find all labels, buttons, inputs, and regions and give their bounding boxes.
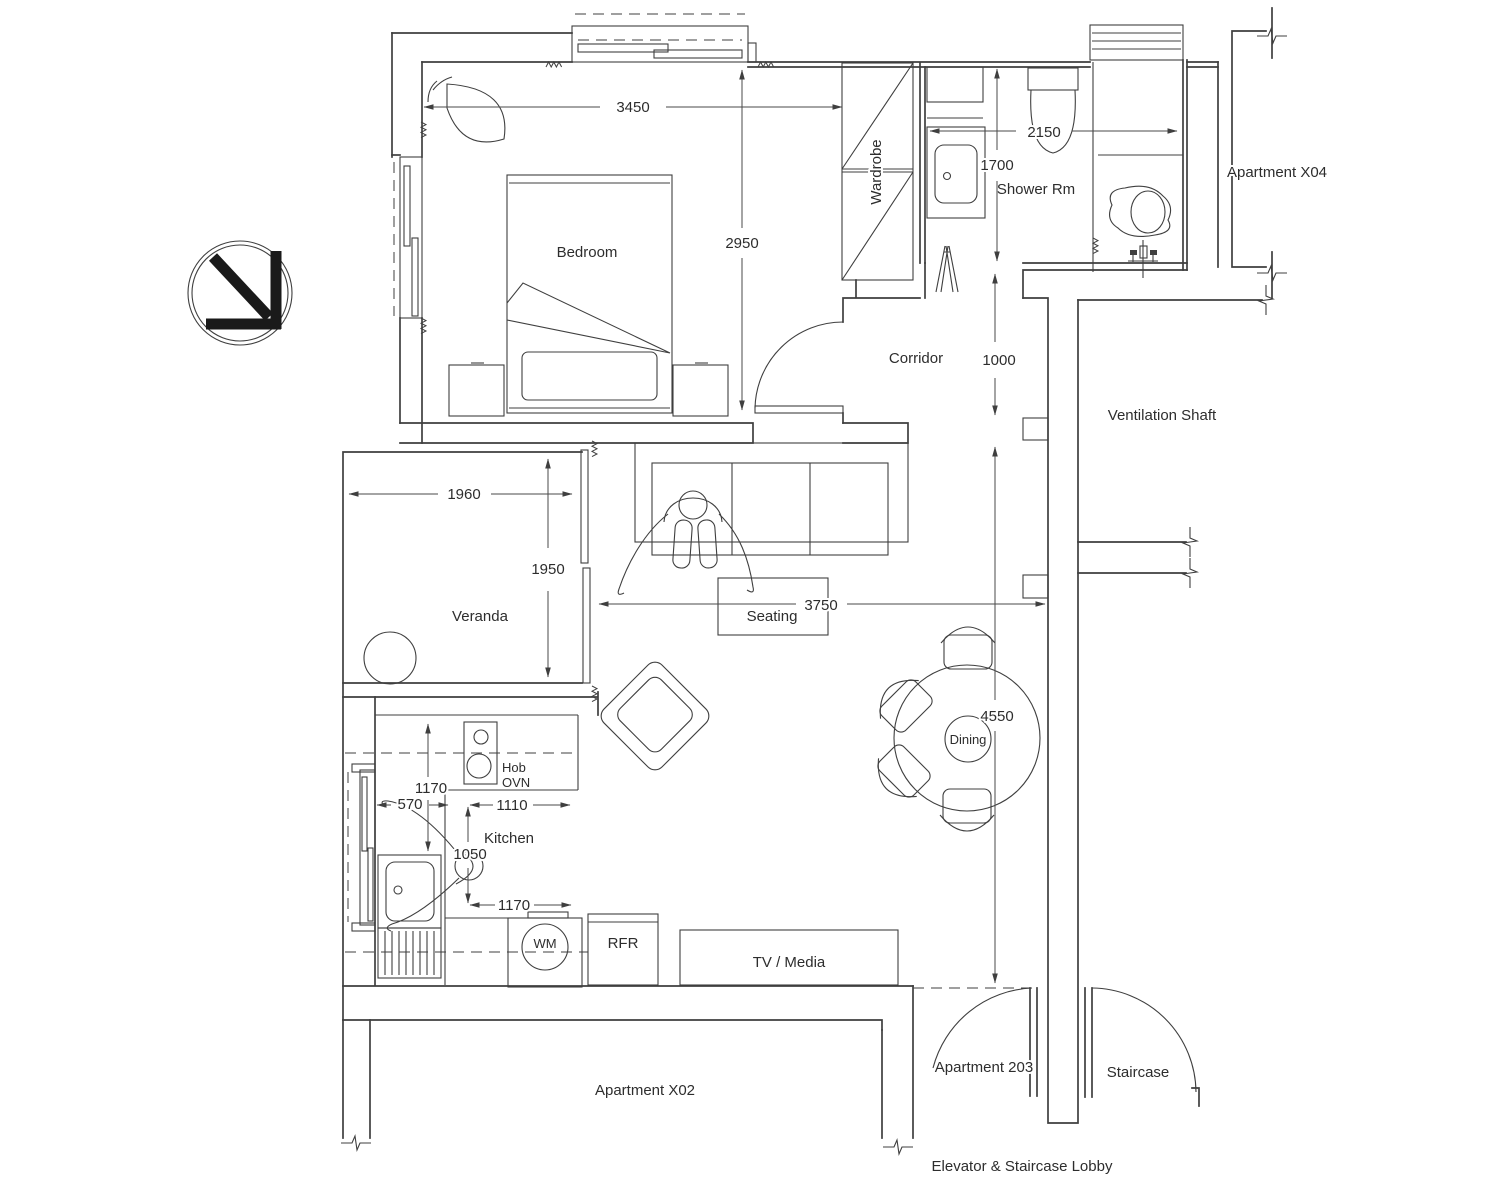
dim-living-height: 4550 [980, 708, 1013, 725]
veranda-label: Veranda [452, 608, 509, 625]
refrigerator [587, 913, 659, 986]
entry-door [913, 987, 1038, 1097]
person-on-sofa [617, 490, 754, 595]
dining-table [893, 664, 1041, 812]
shower-valve [1128, 240, 1158, 278]
dining-chair [939, 788, 995, 832]
sofa-back [634, 442, 909, 543]
dim-kitchen-e: 1170 [498, 897, 530, 914]
lobby-label: Elevator & Staircase Lobby [932, 1158, 1113, 1175]
sliding-door-panel [580, 449, 589, 564]
dim-kitchen-b: 570 [397, 796, 422, 813]
shower-room-label: Shower Rm [997, 181, 1075, 198]
seating-label: Seating [747, 608, 798, 625]
outer-walls [340, 7, 1288, 1155]
door-swing-arc [754, 321, 844, 409]
dim-bedroom-height: 2950 [725, 235, 758, 252]
apartment-x02-label: Apartment X02 [595, 1082, 695, 1099]
bed-blanket-fold [506, 282, 671, 354]
sliding-door-panel [582, 567, 591, 684]
bed [506, 174, 673, 414]
dim-shower-width: 2150 [1027, 124, 1060, 141]
context-labels: Apartment X04 Apartment X02 Apartment 20… [593, 162, 1329, 1177]
toilet-tank [1027, 67, 1079, 91]
veranda: Veranda [363, 449, 591, 685]
tv-media: TV / Media [679, 929, 899, 986]
dimensions: 3450 2950 2150 1700 1000 4550 1960 1950 … [348, 68, 1178, 984]
drying-rack [935, 245, 959, 293]
dim-living-width: 3750 [804, 597, 837, 614]
person-in-kitchen [381, 800, 484, 932]
apartment-203-label: Apartment 203 [935, 1059, 1033, 1076]
wardrobe: Wardrobe [841, 62, 914, 281]
dim-bedroom-width: 3450 [616, 99, 649, 116]
bath-mat [1109, 185, 1172, 237]
oven-label: OVN [502, 775, 530, 790]
hob-label: Hob [502, 760, 526, 775]
staircase-label: Staircase [1107, 1064, 1170, 1081]
nightstand-left [448, 364, 505, 417]
coffee-table [717, 577, 829, 636]
wash-basin [934, 144, 978, 204]
washing-machine-label: WM [533, 936, 556, 951]
north-arrow-icon [187, 240, 293, 346]
apartment-x04-label: Apartment X04 [1227, 164, 1327, 181]
shower-room: Shower Rm [926, 62, 1183, 293]
bedroom-door [754, 321, 844, 414]
dim-veranda-width: 1960 [447, 486, 480, 503]
ventilation-shaft-label: Ventilation Shaft [1108, 407, 1217, 424]
dim-shower-height: 1700 [980, 157, 1013, 174]
staircase-door [1084, 987, 1197, 1098]
basin-counter [926, 126, 986, 219]
nightstand-right [672, 364, 729, 417]
refrigerator-label: RFR [608, 935, 639, 952]
veranda-table [363, 631, 417, 685]
vanity-counter [926, 66, 984, 103]
ceiling-light [446, 83, 506, 143]
tv-media-label: TV / Media [753, 954, 826, 971]
seating-area: Seating [600, 442, 909, 771]
armchair [600, 661, 710, 771]
dim-kitchen-a: 1170 [415, 780, 447, 797]
windows [347, 13, 1184, 932]
drainboard [377, 927, 442, 979]
bedroom-label: Bedroom [557, 244, 618, 261]
bed-bench [521, 351, 658, 401]
door-swing-arc [932, 987, 1033, 1069]
sink-tap [393, 885, 403, 895]
dim-veranda-height: 1950 [531, 561, 564, 578]
bedroom: Bedroom [427, 76, 844, 417]
corridor-label: Corridor [889, 350, 943, 367]
kitchen: Hob OVN WM RFR Kitchen [345, 714, 659, 988]
door-swing-arc [1091, 987, 1197, 1093]
hob [463, 721, 498, 785]
sofa-seats [651, 462, 889, 556]
dining-area: Dining [866, 626, 1041, 832]
dim-kitchen-c: 1110 [496, 797, 527, 814]
tap [942, 171, 952, 181]
dining-label: Dining [950, 732, 987, 747]
dining-chair [940, 626, 996, 670]
dim-kitchen-d: 1050 [453, 846, 486, 863]
toilet-bowl [1030, 89, 1076, 154]
wardrobe-label: Wardrobe [868, 139, 885, 204]
dim-corridor-width: 1000 [982, 352, 1015, 369]
kitchen-label: Kitchen [484, 830, 534, 847]
